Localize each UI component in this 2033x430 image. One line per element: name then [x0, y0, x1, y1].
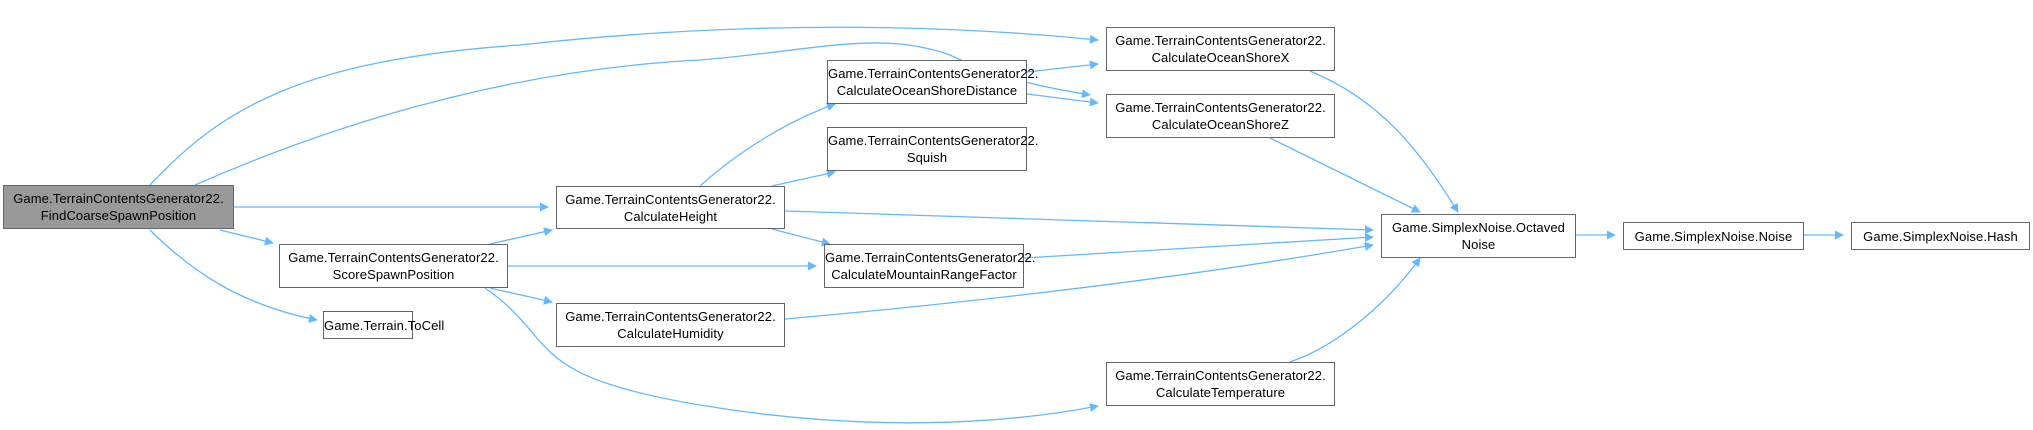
node-label-line2: CalculateMountainRangeFactor — [831, 267, 1017, 282]
node-label-line2: CalculateHeight — [623, 208, 718, 224]
node-label-line2: CalculateOceanShoreDistance — [836, 83, 1018, 98]
node-label-line2: CalculateOceanShoreX — [1151, 50, 1290, 65]
node-label-line1: Game.TerrainContentsGenerator22. — [13, 191, 224, 206]
node-calculate-height[interactable]: Game.TerrainContentsGenerator22. Calcula… — [556, 186, 785, 229]
node-calculate-humidity[interactable]: Game.TerrainContentsGenerator22. Calcula… — [556, 303, 785, 347]
node-calculate-ocean-shore-distance[interactable]: Game.TerrainContentsGenerator22. Calcula… — [827, 60, 1039, 104]
node-label-line2: Squish — [906, 150, 948, 165]
node-score-spawn-position[interactable]: Game.TerrainContentsGenerator22. ScoreSp… — [279, 244, 508, 288]
edge-height-shoredist — [699, 102, 836, 187]
node-label-line2: CalculateOceanShoreZ — [1151, 117, 1290, 132]
edge-height-mountain — [771, 228, 831, 247]
node-simplex-noise[interactable]: Game.SimplexNoise.Noise — [1623, 222, 1804, 250]
edge-score-humidity — [489, 287, 553, 305]
node-simplex-octaved-noise[interactable]: Game.SimplexNoise.Octaved Noise — [1381, 214, 1576, 258]
node-label-line2: CalculateHumidity — [617, 326, 724, 341]
node-calculate-temperature[interactable]: Game.TerrainContentsGenerator22. Calcula… — [1106, 362, 1335, 406]
edge-find-tocell — [149, 229, 318, 323]
node-label-line1: Game.TerrainContentsGenerator22. — [1115, 100, 1326, 115]
node-label-line1: Game.SimplexNoise.Noise — [1634, 228, 1793, 244]
edge-shoredist-shorez — [1026, 93, 1099, 107]
node-label-line2: ScoreSpawnPosition — [332, 267, 455, 282]
edge-shorez-octaved — [1269, 137, 1421, 213]
node-label-line1: Game.TerrainContentsGenerator22. — [565, 191, 776, 207]
node-label-line1: Game.SimplexNoise.Hash — [1863, 228, 2018, 244]
node-label-line1: Game.Terrain.ToCell — [324, 317, 445, 333]
edge-mountain-octaved — [1023, 232, 1374, 259]
edge-shoredist-shorex — [1026, 60, 1099, 73]
node-label-line1: Game.TerrainContentsGenerator22. — [828, 66, 1039, 81]
node-simplex-hash[interactable]: Game.SimplexNoise.Hash — [1851, 222, 2030, 250]
node-squish[interactable]: Game.TerrainContentsGenerator22. Squish — [827, 127, 1039, 171]
edge-humidity-octaved — [784, 241, 1374, 320]
edge-temperature-octaved — [1289, 257, 1421, 363]
node-label-line1: Game.TerrainContentsGenerator22. — [288, 250, 499, 265]
node-calculate-ocean-shore-z[interactable]: Game.TerrainContentsGenerator22. Calcula… — [1106, 94, 1335, 138]
edge-find-score — [219, 229, 274, 246]
edge-height-squish — [771, 169, 836, 187]
node-label-line2: CalculateTemperature — [1155, 385, 1286, 400]
edge-find-shorex — [149, 26, 1099, 186]
node-calculate-ocean-shore-x[interactable]: Game.TerrainContentsGenerator22. Calcula… — [1106, 27, 1335, 71]
node-label-line1: Game.TerrainContentsGenerator22. — [565, 309, 776, 324]
node-terrain-to-cell[interactable]: Game.Terrain.ToCell — [323, 311, 445, 339]
edge-score-temperature — [484, 287, 1099, 424]
node-label-line1: Game.TerrainContentsGenerator22. — [1115, 33, 1326, 48]
edge-height-octaved — [784, 210, 1374, 235]
node-label-line1: Game.TerrainContentsGenerator22. — [1115, 368, 1326, 383]
node-calculate-mountain-range-factor[interactable]: Game.TerrainContentsGenerator22. Calcula… — [824, 244, 1036, 288]
node-label-line1: Game.TerrainContentsGenerator22. — [828, 133, 1039, 148]
node-label-line2: FindCoarseSpawnPosition — [40, 208, 197, 223]
node-find-coarse-spawn-position[interactable]: Game.TerrainContentsGenerator22. FindCoa… — [3, 185, 234, 229]
edge-shorex-octaved — [1309, 70, 1459, 213]
node-label-line2: Noise — [1461, 237, 1496, 252]
node-label-line1: Game.TerrainContentsGenerator22. — [825, 250, 1036, 265]
edge-score-height — [489, 227, 553, 245]
node-label-line1: Game.SimplexNoise.Octaved — [1391, 220, 1565, 235]
